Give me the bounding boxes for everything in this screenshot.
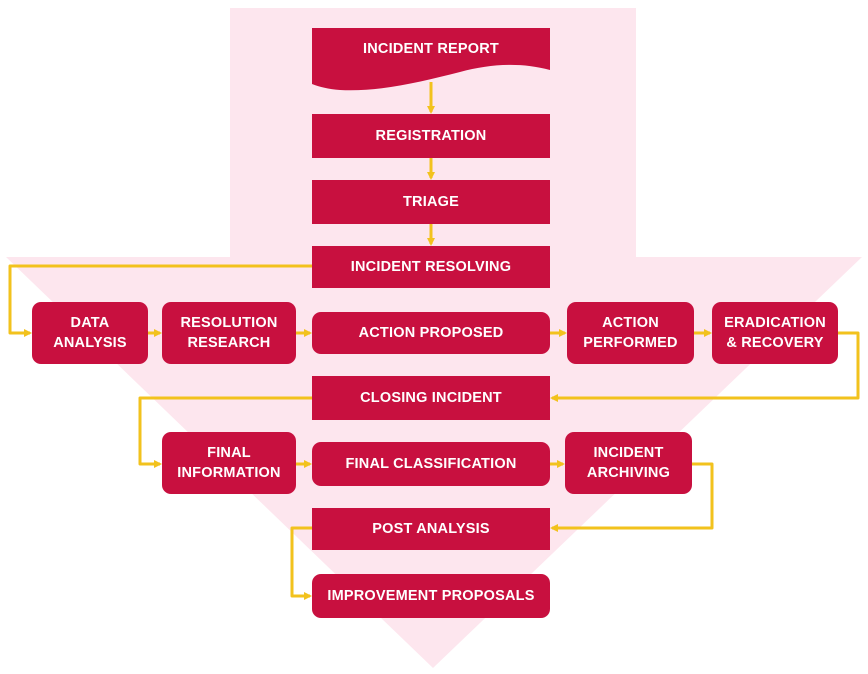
- step-data-analysis-label: DATA ANALYSIS: [53, 315, 127, 351]
- step-incident-resolving: INCIDENT RESOLVING: [312, 246, 550, 288]
- step-closing-incident-label: CLOSING INCIDENT: [360, 390, 502, 406]
- connector-post-analysis-improvement: [290, 526, 312, 600]
- step-final-information: FINAL INFORMATION: [162, 432, 296, 494]
- step-resolution-research: RESOLUTION RESEARCH: [162, 302, 296, 364]
- step-action-performed-label: ACTION PERFORMED: [583, 315, 678, 351]
- step-incident-resolving-label: INCIDENT RESOLVING: [350, 259, 512, 275]
- step-improvement-proposals-label: IMPROVEMENT PROPOSALS: [327, 588, 535, 604]
- step-eradication-recovery: ERADICATION & RECOVERY: [712, 302, 838, 364]
- connectors: [8, 82, 860, 600]
- step-closing-incident: CLOSING INCIDENT: [312, 376, 550, 420]
- step-final-information-label: FINAL INFORMATION: [177, 445, 281, 481]
- connector-eradication-closing: [550, 331, 860, 402]
- step-action-performed: ACTION PERFORMED: [567, 302, 694, 364]
- step-eradication-recovery-label: ERADICATION & RECOVERY: [724, 315, 826, 351]
- step-incident-archiving: INCIDENT ARCHIVING: [565, 432, 692, 494]
- step-final-classification-label: FINAL CLASSIFICATION: [345, 456, 517, 472]
- step-action-proposed-label: ACTION PROPOSED: [358, 325, 504, 341]
- step-post-analysis: POST ANALYSIS: [312, 508, 550, 550]
- step-triage-label: TRIAGE: [403, 194, 459, 210]
- step-data-analysis: DATA ANALYSIS: [32, 302, 148, 364]
- connector-closing-final-information: [138, 396, 312, 468]
- step-registration-label: REGISTRATION: [375, 128, 487, 144]
- connector-archiving-post-analysis: [550, 462, 714, 532]
- incident-report-shape: [312, 28, 550, 91]
- step-incident-report-label: INCIDENT REPORT: [363, 41, 499, 57]
- step-resolution-research-label: RESOLUTION RESEARCH: [180, 315, 278, 351]
- step-post-analysis-label: POST ANALYSIS: [372, 521, 490, 537]
- step-incident-archiving-label: INCIDENT ARCHIVING: [586, 445, 671, 481]
- step-action-proposed: ACTION PROPOSED: [312, 312, 550, 354]
- connector-resolving-data-analysis: [8, 264, 312, 337]
- step-final-classification: FINAL CLASSIFICATION: [312, 442, 550, 486]
- step-registration: REGISTRATION: [312, 114, 550, 158]
- step-triage: TRIAGE: [312, 180, 550, 224]
- step-incident-report: INCIDENT REPORT: [312, 28, 550, 70]
- step-improvement-proposals: IMPROVEMENT PROPOSALS: [312, 574, 550, 618]
